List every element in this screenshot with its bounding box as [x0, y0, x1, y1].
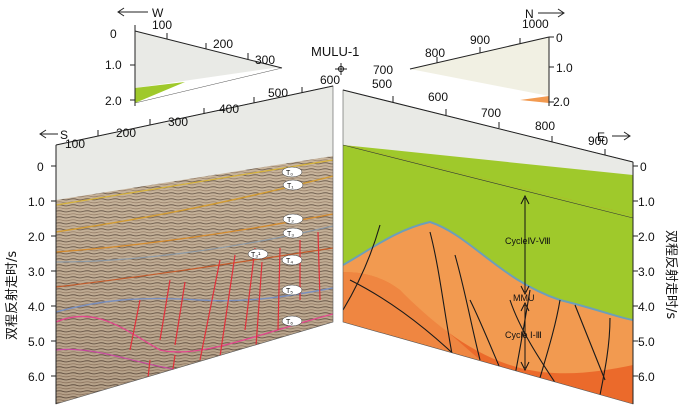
tick-label: 1.0 — [28, 195, 45, 209]
reflector-label-t6: T₆ — [281, 315, 303, 327]
unit-label-upper: CycleⅣ-Ⅷ — [505, 236, 551, 246]
right-top-axis: 500 600 700 800 900 — [342, 77, 634, 163]
tick-label: 0 — [640, 160, 647, 174]
tick-label: 500 — [268, 86, 288, 100]
tick-label: 5.0 — [638, 335, 655, 349]
top-left-panel: 0 100 200 300 1.0 2.0 W — [105, 6, 283, 108]
direction-east: E — [597, 130, 605, 144]
tick-label: 700 — [481, 106, 501, 120]
water-column — [56, 86, 333, 200]
left-time-axis: 0 1.0 2.0 3.0 4.0 5.0 6.0 双程反射走时/s — [4, 145, 57, 404]
direction-north: N — [525, 7, 534, 21]
tick-label: 800 — [425, 46, 445, 60]
well-icon — [335, 63, 347, 75]
tick-label: 4.0 — [638, 300, 655, 314]
tick-label: 500 — [372, 77, 392, 91]
mmu-line — [343, 220, 633, 321]
tick-label: 2.0 — [638, 230, 655, 244]
water-column-right — [343, 90, 633, 175]
tick-label: 300 — [168, 115, 188, 129]
well-marker: MULU-1 — [311, 44, 359, 75]
tick-label: 400 — [219, 102, 239, 116]
tick-label: 1000 — [522, 17, 549, 31]
tick-label: 2.0 — [553, 95, 570, 109]
tick-label: 600 — [320, 73, 340, 87]
front-top-axis: 100 200 300 400 500 600 — [55, 73, 340, 151]
y-axis-title-right: 双程反射走时/s — [663, 230, 679, 319]
reflector-label-t4: T₄ — [281, 254, 303, 266]
svg-text:T₃: T₃ — [287, 231, 294, 238]
tick-label: 900 — [470, 33, 490, 47]
right-face: CycleⅣ-Ⅷ MMU Cycle Ⅰ-Ⅲ — [342, 89, 634, 405]
seismic-faults — [129, 231, 321, 404]
tick-label: 3.0 — [638, 265, 655, 279]
right-time-axis: 0 1.0 2.0 3.0 4.0 5.0 6.0 双程反射走时/s — [632, 160, 679, 404]
upper-unit — [343, 144, 633, 320]
lower-unit-light — [343, 222, 633, 374]
svg-text:T₀: T₀ — [286, 170, 293, 177]
unit-label-lower: Cycle Ⅰ-Ⅲ — [505, 330, 542, 340]
svg-text:T₆: T₆ — [286, 319, 293, 326]
tick-label: 0 — [110, 27, 117, 41]
tick-label: 0 — [37, 160, 44, 174]
svg-text:T₃¹: T₃¹ — [251, 252, 261, 259]
reflector-label-t5: T₅ — [281, 284, 303, 296]
tick-label: 6.0 — [28, 370, 45, 384]
top-left-x-ticks: 0 100 200 300 — [110, 18, 275, 67]
left-face: T₀ T₁ T₂ T₃ T₃¹ T₄ T₅ T₆ — [55, 85, 334, 405]
tick-label: 0 — [556, 31, 563, 45]
reflector-label-t0: T₀ — [281, 166, 303, 178]
svg-text:T₄: T₄ — [286, 258, 293, 265]
tick-label: 6.0 — [638, 370, 655, 384]
tick-label: 800 — [535, 119, 555, 133]
tick-label: 2.0 — [105, 94, 122, 108]
tick-label: 200 — [213, 37, 233, 51]
reflector-label-t3-1: T₃¹ — [247, 248, 269, 260]
tick-label: 5.0 — [28, 335, 45, 349]
tick-label: 3.0 — [28, 265, 45, 279]
top-right-panel: 700 800 900 1000 0 1.0 2.0 N — [373, 7, 573, 109]
unit-arrows — [520, 194, 530, 372]
north-arrow-icon — [538, 8, 565, 18]
reflector-labels: T₀ T₁ T₂ T₃ T₃¹ T₄ T₅ T₆ — [247, 166, 304, 327]
south-arrow-icon — [39, 129, 58, 139]
top-right-y-ticks: 0 1.0 2.0 — [549, 31, 573, 109]
tick-label: 200 — [116, 126, 136, 140]
top-right-x-ticks: 700 800 900 1000 — [373, 17, 549, 77]
direction-west: W — [152, 6, 164, 20]
svg-text:T₂: T₂ — [287, 217, 294, 224]
west-arrow-icon — [117, 7, 148, 17]
tick-label: 1.0 — [105, 58, 122, 72]
svg-text:T₁: T₁ — [287, 183, 294, 190]
tick-label: 4.0 — [28, 300, 45, 314]
tick-label: 2.0 — [28, 230, 45, 244]
reflector-label-t2: T₂ — [282, 213, 304, 225]
tick-label: 1.0 — [638, 195, 655, 209]
tick-label: 300 — [255, 53, 275, 67]
tick-label: 900 — [588, 134, 608, 148]
tick-label: 600 — [428, 90, 448, 104]
svg-text:T₅: T₅ — [286, 288, 293, 295]
unit-label-mmu: MMU — [513, 293, 535, 303]
tick-label: 1.0 — [556, 61, 573, 75]
tick-label: 100 — [65, 137, 85, 151]
east-arrow-icon — [612, 131, 631, 141]
y-axis-title-left: 双程反射走时/s — [4, 251, 20, 340]
reflector-label-t3: T₃ — [282, 227, 304, 239]
tick-label: 700 — [373, 63, 393, 77]
direction-south: S — [60, 128, 68, 142]
reflector-label-t1: T₁ — [282, 179, 304, 191]
well-name: MULU-1 — [311, 44, 359, 59]
top-left-y-ticks: 1.0 2.0 — [105, 58, 135, 108]
tick-label: 100 — [152, 18, 172, 32]
